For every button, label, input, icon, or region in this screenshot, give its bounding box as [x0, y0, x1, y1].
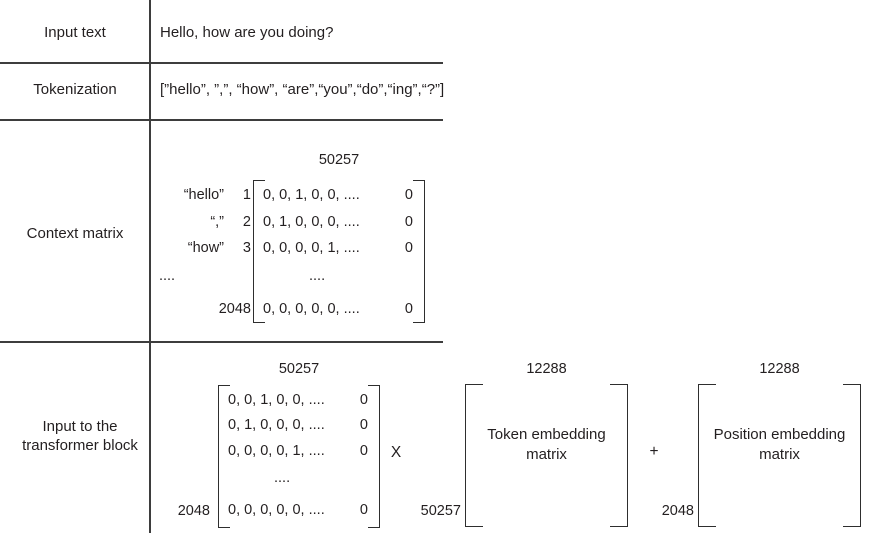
multiply-operator: X — [390, 444, 402, 461]
context-matrix-brackets: 0, 0, 1, 0, 0, .... 0 0, 1, 0, 0, 0, ...… — [253, 180, 425, 323]
left-bracket — [698, 384, 716, 527]
position-embedding-row-dim: 2048 — [661, 503, 694, 519]
context-row-index: 3 — [242, 240, 251, 256]
matrix-row-ellipsis: .... — [309, 268, 326, 284]
context-token-label: “,” — [210, 214, 224, 230]
context-matrix-col-dim: 50257 — [318, 152, 360, 168]
matrix-row: 0, 0, 0, 0, 1, .... 0 — [263, 240, 413, 256]
context-row-index-last: 2048 — [218, 301, 251, 317]
matrix-row: 0, 0, 0, 0, 0, .... 0 — [263, 301, 413, 317]
row-label-input-text: Input text — [44, 24, 106, 41]
right-bracket — [368, 385, 380, 528]
onehot-matrix-brackets: 0, 0, 1, 0, 0, .... 0 0, 1, 0, 0, 0, ...… — [218, 385, 380, 528]
row-label-tokenization: Tokenization — [33, 81, 117, 98]
matrix-row: 0, 1, 0, 0, 0, .... 0 — [263, 214, 413, 230]
context-row-index: 2 — [242, 214, 251, 230]
row-label-transformer-input: Input to the transformer block — [22, 418, 138, 454]
token-embedding-row-dim: 50257 — [420, 503, 461, 519]
divider-row2-row3 — [0, 119, 443, 121]
divider-row3-row4 — [0, 341, 443, 343]
matrix-row-ellipsis: .... — [274, 470, 291, 486]
position-embedding-col-dim: 12288 — [759, 361, 800, 377]
matrix-row: 0, 1, 0, 0, 0, .... 0 — [228, 417, 368, 433]
token-embedding-brackets: Token embedding matrix — [465, 384, 628, 527]
input-text-content: Hello, how are you doing? — [160, 24, 334, 41]
context-token-label: “hello” — [183, 187, 224, 203]
plus-operator: + — [649, 443, 659, 460]
left-bracket — [465, 384, 483, 527]
right-bracket — [843, 384, 861, 527]
onehot-col-dim: 50257 — [278, 361, 320, 377]
position-embedding-brackets: Position embedding matrix — [698, 384, 861, 527]
divider-row1-row2 — [0, 62, 443, 64]
onehot-row-dim: 2048 — [177, 503, 210, 519]
right-bracket — [413, 180, 425, 323]
token-embedding-col-dim: 12288 — [526, 361, 567, 377]
matrix-row: 0, 0, 0, 0, 1, .... 0 — [228, 443, 368, 459]
matrix-row: 0, 0, 1, 0, 0, .... 0 — [263, 187, 413, 203]
left-bracket — [253, 180, 265, 323]
matrix-row: 0, 0, 0, 0, 0, .... 0 — [228, 502, 368, 518]
context-token-ellipsis: .... — [158, 268, 176, 284]
divider-vertical — [149, 0, 151, 533]
tokenization-content: [”hello”, ”,”, “how”, “are”,“you”,“do”,“… — [160, 81, 445, 98]
context-row-index: 1 — [242, 187, 251, 203]
matrix-row: 0, 0, 1, 0, 0, .... 0 — [228, 392, 368, 408]
token-embedding-name: Token embedding matrix — [487, 426, 606, 463]
position-embedding-name: Position embedding matrix — [713, 426, 846, 463]
row-label-context-matrix: Context matrix — [26, 225, 124, 242]
left-bracket — [218, 385, 230, 528]
context-token-label: “how” — [187, 240, 224, 256]
right-bracket — [610, 384, 628, 527]
